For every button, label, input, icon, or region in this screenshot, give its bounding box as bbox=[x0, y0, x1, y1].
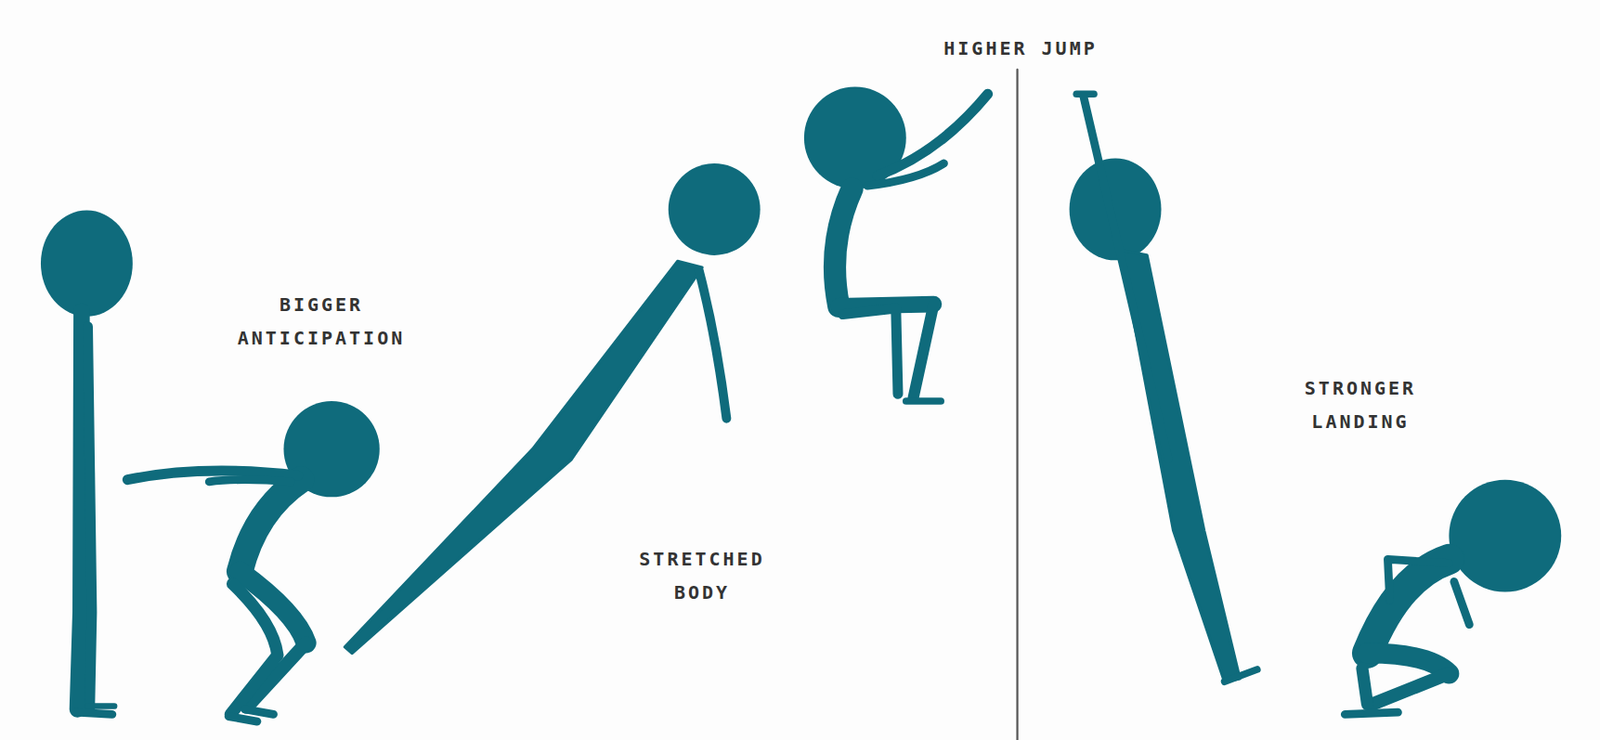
annotation-label: STRETCHED BODY bbox=[618, 542, 786, 610]
stretched-figure bbox=[344, 163, 760, 653]
falling-figure bbox=[1069, 93, 1258, 682]
annotation-label: BIGGER ANTICIPATION bbox=[219, 287, 424, 355]
heading-label: HIGHER JUMP bbox=[943, 31, 1097, 66]
standing-figure bbox=[40, 210, 133, 716]
tucked-figure bbox=[804, 87, 989, 402]
crouch-figure bbox=[127, 401, 379, 722]
annotation-label: STRONGER LANDING bbox=[1267, 371, 1454, 439]
divider-line bbox=[1015, 69, 1018, 740]
landing-figure bbox=[1344, 480, 1561, 716]
